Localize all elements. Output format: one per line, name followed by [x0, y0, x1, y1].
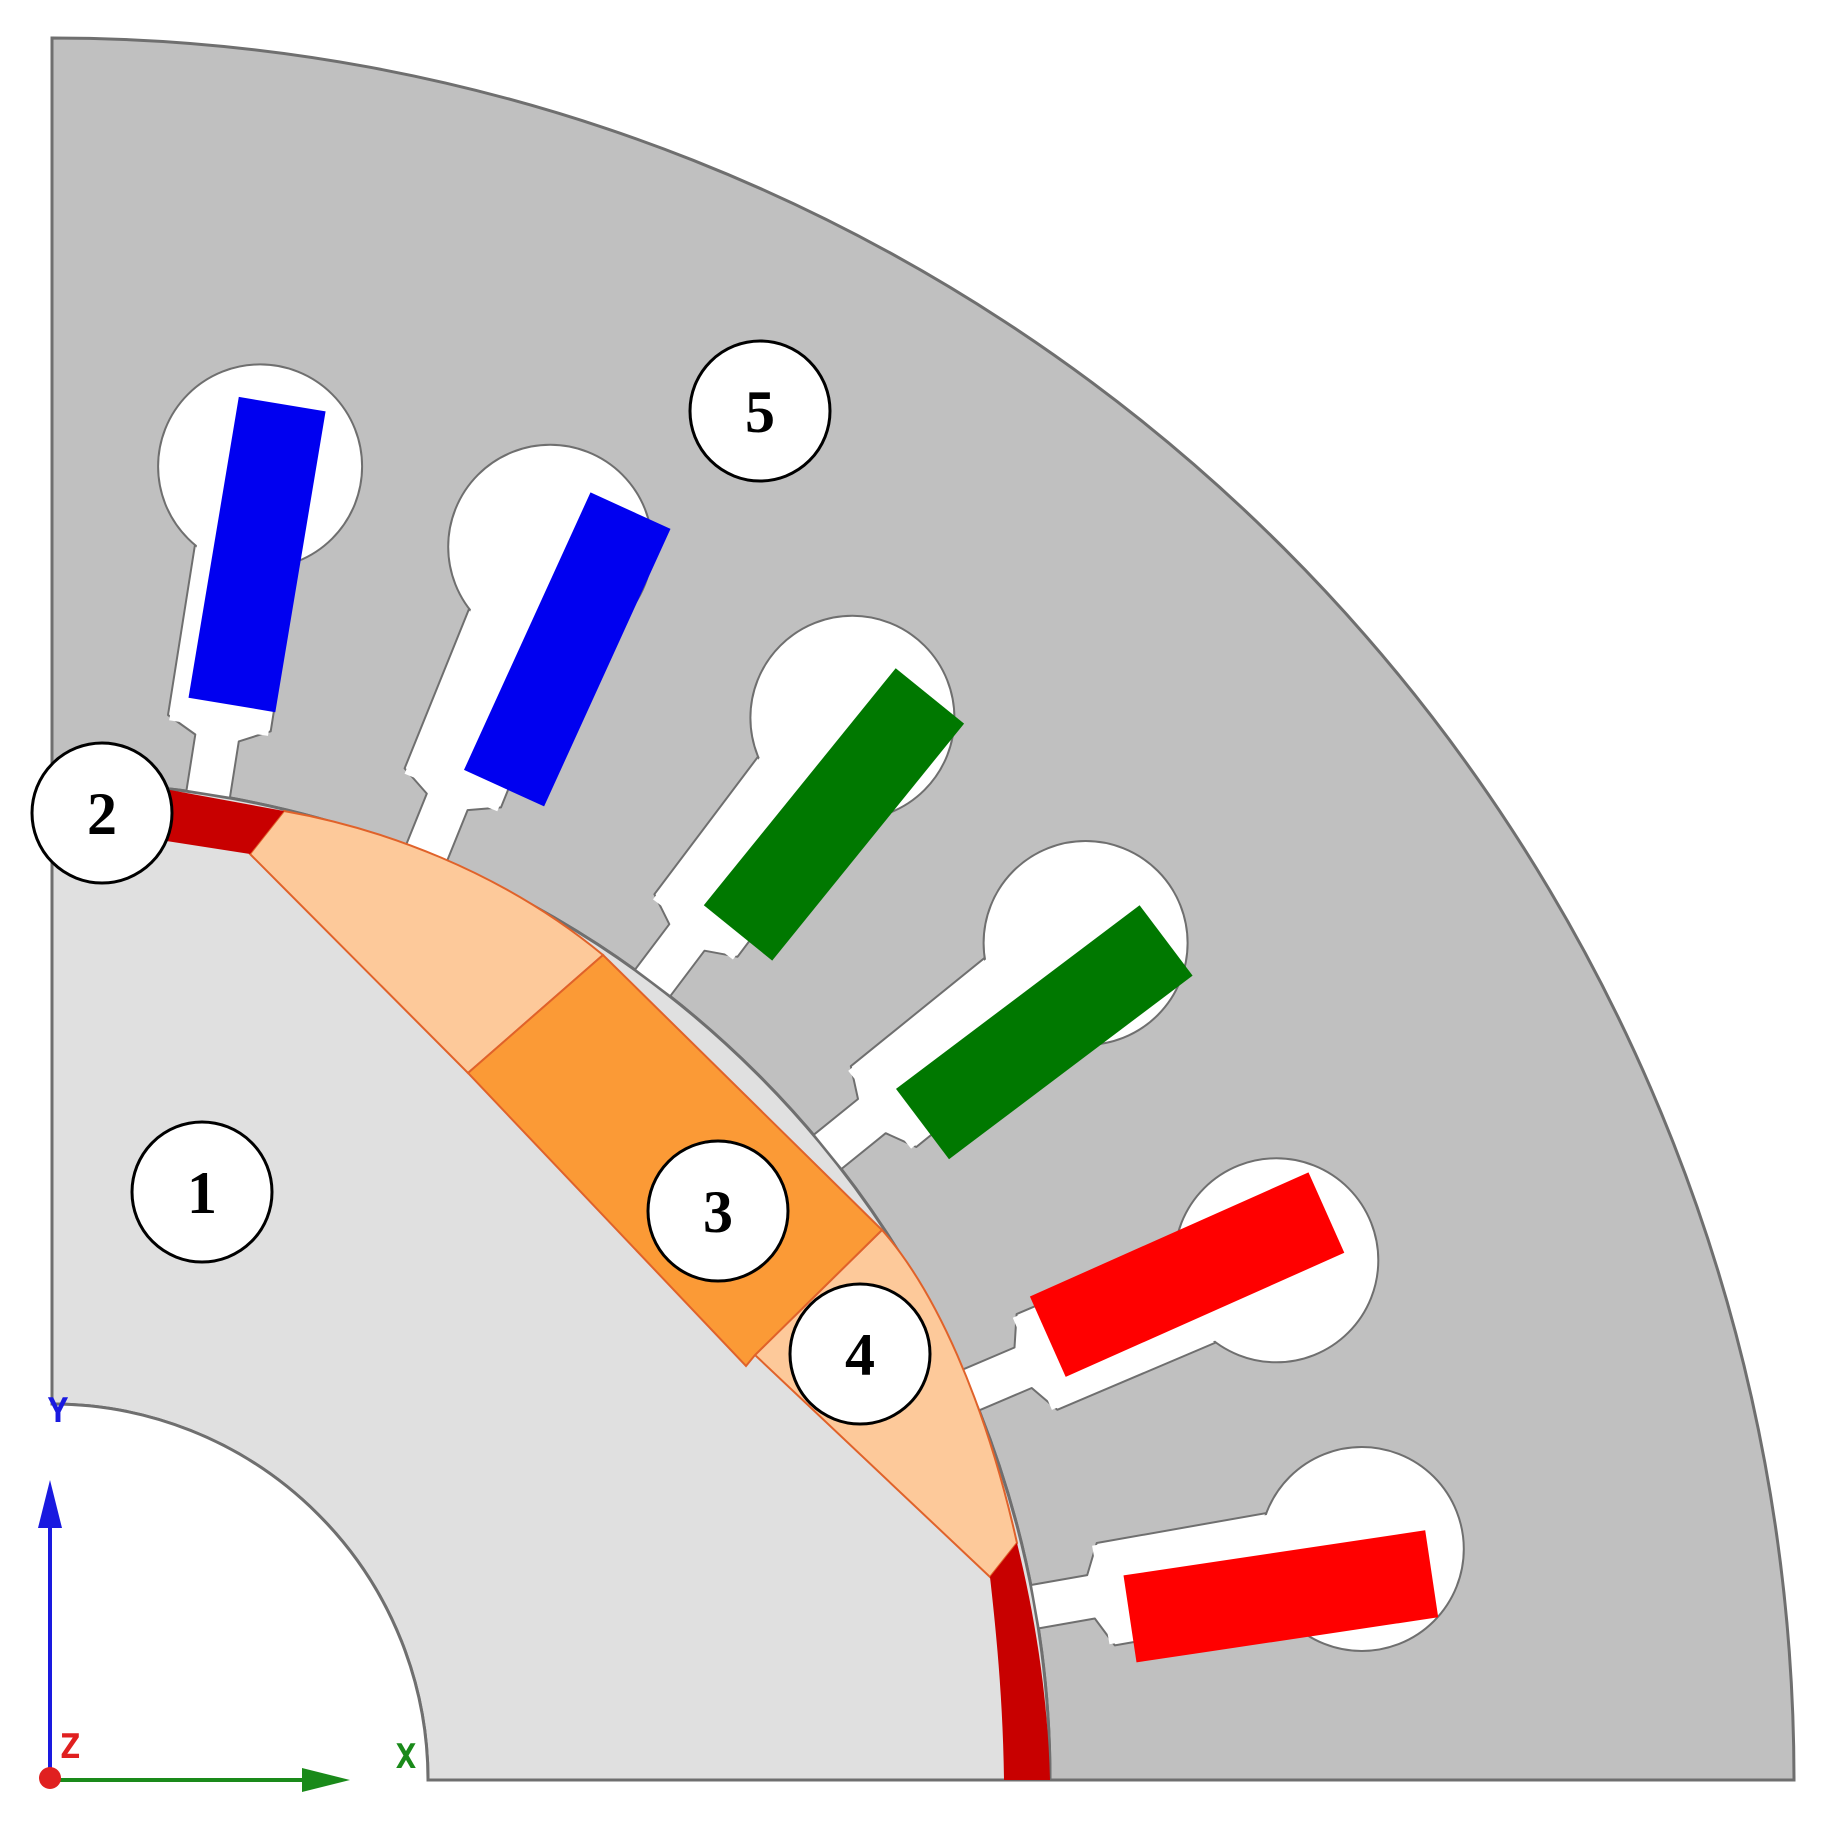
callout-1-label: 1 — [187, 1160, 217, 1226]
axis-origin-marker — [39, 1767, 61, 1789]
callout-2-label: 2 — [87, 781, 117, 847]
callout-3-label: 3 — [703, 1179, 733, 1245]
callout-2: 2 — [30, 741, 174, 885]
magnet-side-segment — [248, 809, 605, 1075]
z-axis-label: Z — [60, 1727, 80, 1767]
coil-phase-c — [1029, 1172, 1345, 1377]
callout-3: 3 — [646, 1139, 790, 1283]
callout-5-label: 5 — [745, 379, 775, 445]
coil-phase-c — [1123, 1530, 1439, 1663]
y-axis-label: Y — [48, 1391, 69, 1431]
x-axis-label: X — [396, 1737, 417, 1777]
y-axis-arrowhead — [38, 1480, 62, 1528]
x-axis-arrowhead — [302, 1768, 350, 1792]
coordinate-axes: Y X Z — [38, 1391, 417, 1792]
shaft-bore — [51, 1402, 430, 1781]
callout-4: 4 — [788, 1282, 932, 1426]
coil-phase-b — [703, 668, 965, 961]
coil-phase-a — [188, 396, 326, 713]
callout-4-label: 4 — [845, 1322, 875, 1388]
flux-barrier — [990, 1543, 1050, 1780]
callout-5: 5 — [688, 339, 832, 483]
stator-coils — [188, 396, 1439, 1663]
coil-phase-a — [464, 492, 671, 807]
callout-1: 1 — [130, 1120, 274, 1264]
coil-phase-b — [896, 905, 1193, 1160]
flux-barrier — [160, 790, 284, 854]
